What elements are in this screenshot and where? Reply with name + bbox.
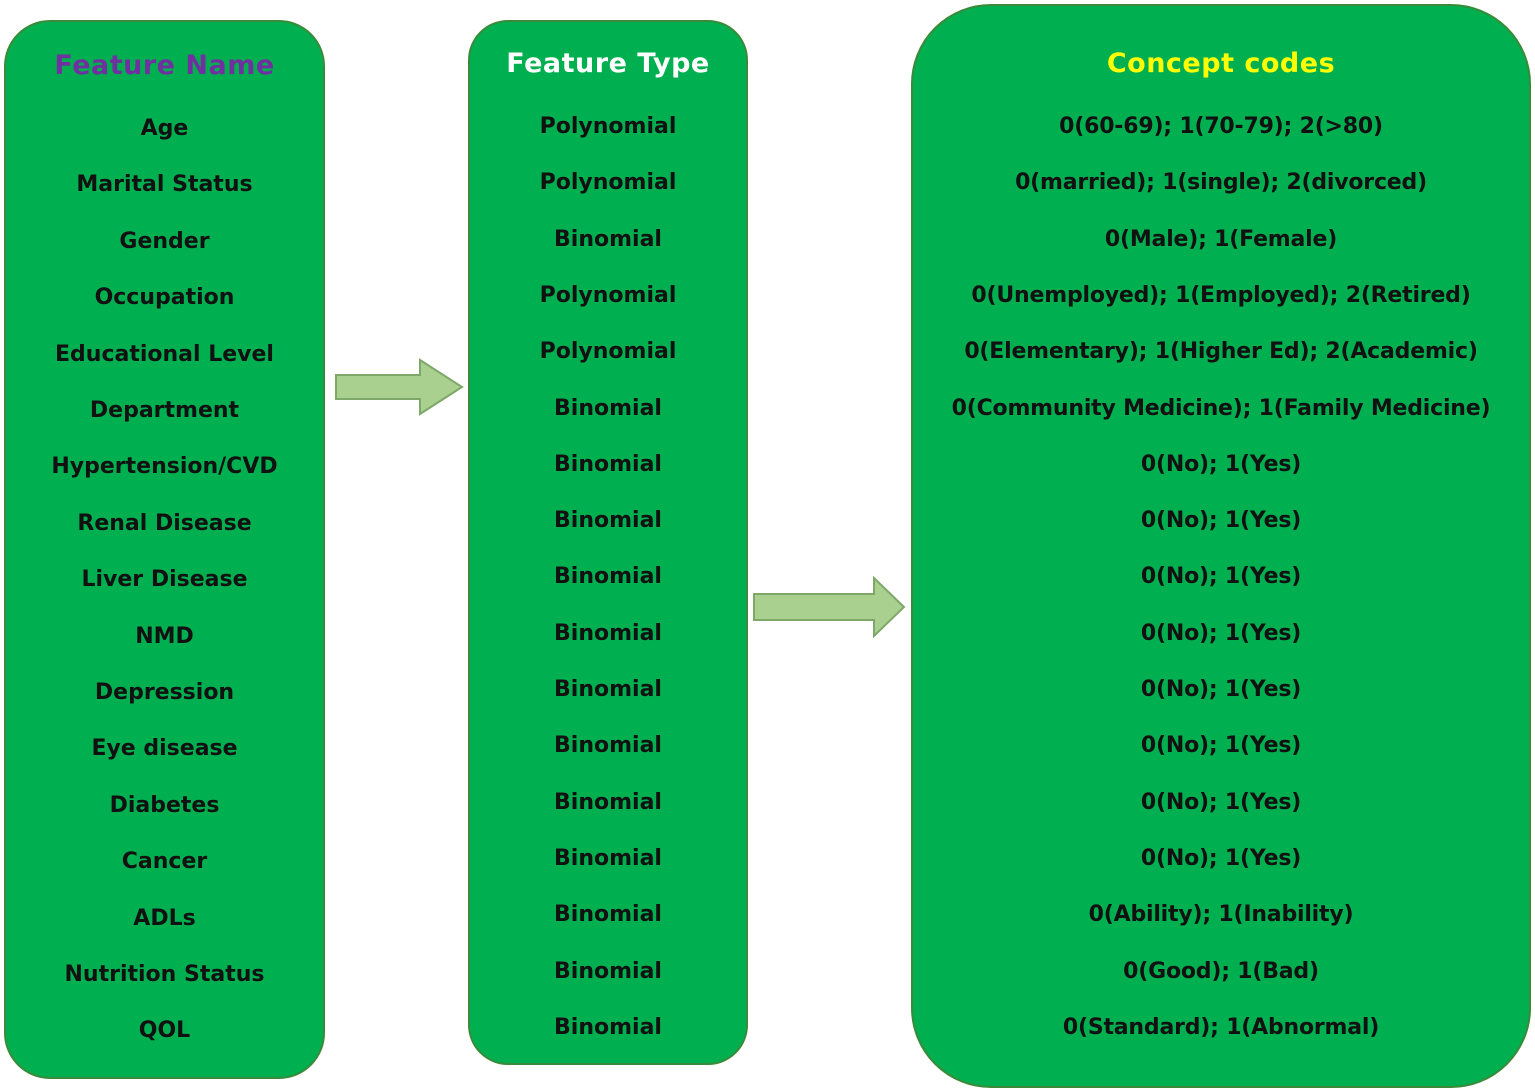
feature-name-item: NMD [135,623,194,649]
feature-type-item: Binomial [554,508,662,534]
concept-code-item: 0(No); 1(Yes) [1140,564,1302,590]
feature-name-item: Educational Level [55,341,274,367]
concept-code-item: 0(No); 1(Yes) [1140,845,1302,871]
concept-code-item: 0(60-69); 1(70-79); 2(>80) [1059,114,1383,139]
feature-type-item: Polynomial [539,339,677,365]
concept-code-item: 0(No); 1(Yes) [1140,789,1302,815]
concept-code-item: 0(Male); 1(Female) [1104,226,1338,252]
feature-name-item: Eye disease [91,736,238,762]
concept-code-item: 0(No); 1(Yes) [1140,733,1302,759]
feature-type-item: Binomial [554,1014,662,1040]
concept-codes-header: Concept codes [1106,48,1336,79]
feature-name-item: Nutrition Status [64,962,265,987]
concept-code-item: 0(No); 1(Yes) [1140,508,1302,534]
arrow-types-to-codes [753,576,906,638]
feature-type-item: Binomial [554,845,662,871]
concept-codes-panel: Concept codes 0(60-69); 1(70-79); 2(>80)… [911,4,1531,1088]
feature-type-item: Binomial [554,677,662,702]
feature-type-item: Binomial [554,620,662,646]
concept-code-item: 0(Good); 1(Bad) [1123,958,1319,984]
concept-code-item: 0(Standard); 1(Abnormal) [1062,1014,1380,1040]
feature-name-item: Hypertension/CVD [51,454,278,480]
feature-name-item: Depression [94,680,235,705]
feature-name-item: Age [140,116,189,141]
feature-type-item: Polynomial [539,170,677,196]
feature-name-item: Diabetes [109,792,220,818]
feature-type-item: Polynomial [539,114,677,139]
feature-name-item: Cancer [121,849,208,875]
feature-name-header: Feature Name [54,50,275,81]
feature-type-item: Binomial [554,564,662,590]
arrow-names-to-types [335,358,464,416]
feature-type-item: Binomial [554,451,662,477]
feature-name-item: ADLs [133,905,196,931]
concept-code-item: 0(Ability); 1(Inability) [1088,902,1354,928]
concept-code-item: 0(Unemployed); 1(Employed); 2(Retired) [971,282,1471,308]
concept-code-item: 0(No); 1(Yes) [1140,620,1302,646]
feature-type-item: Binomial [554,789,662,815]
feature-type-item: Binomial [554,902,662,928]
concept-code-item: 0(No); 1(Yes) [1140,451,1302,477]
feature-type-item: Binomial [554,226,662,252]
feature-name-item: Renal Disease [77,510,252,536]
feature-type-item: Binomial [554,395,662,421]
concept-code-item: 0(married); 1(single); 2(divorced) [1015,170,1427,196]
concept-code-item: 0(Community Medicine); 1(Family Medicine… [951,395,1491,421]
feature-type-item: Binomial [554,733,662,759]
feature-name-item: Gender [119,228,210,254]
feature-name-item: QOL [138,1018,191,1044]
feature-type-item: Binomial [554,958,662,984]
feature-name-item: Liver Disease [81,567,248,593]
concept-code-item: 0(No); 1(Yes) [1140,677,1302,702]
feature-type-item: Polynomial [539,282,677,308]
feature-name-item: Occupation [94,285,235,311]
feature-name-item: Department [89,398,240,423]
feature-type-header: Feature Type [506,48,710,79]
concept-code-item: 0(Elementary); 1(Higher Ed); 2(Academic) [964,339,1478,365]
feature-name-item: Marital Status [76,172,253,198]
